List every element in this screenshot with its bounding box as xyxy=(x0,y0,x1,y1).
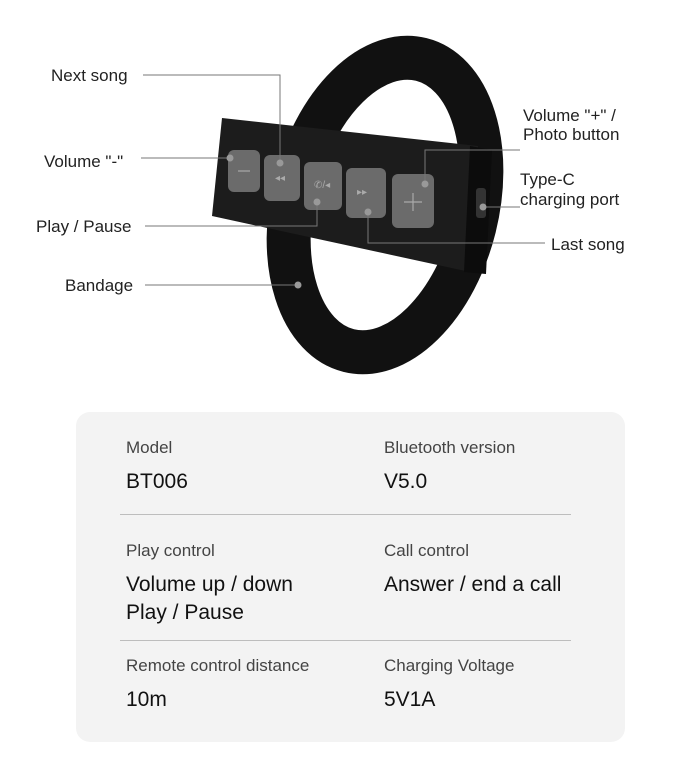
callout-dots xyxy=(226,154,487,289)
product-illustration: ◂◂ ✆/◂ ▸▸ xyxy=(141,35,545,375)
spec-value: V5.0 xyxy=(384,470,428,493)
callout-next-song: Next song xyxy=(51,66,128,85)
callout-volume-plus-2: Photo button xyxy=(523,125,620,144)
spec-value: BT006 xyxy=(126,470,188,493)
callout-typec-2: charging port xyxy=(520,190,620,209)
callout-lines xyxy=(141,74,545,286)
call-play-icon: ✆/◂ xyxy=(314,180,330,191)
spec-label: Model xyxy=(126,438,173,457)
rewind-icon: ◂◂ xyxy=(275,173,285,184)
callout-volume-plus-1: Volume "+" / xyxy=(523,106,616,125)
spec-distance: Remote control distance 10m xyxy=(126,656,309,714)
spec-label: Call control xyxy=(384,541,470,560)
callout-bandage: Bandage xyxy=(65,276,134,295)
spec-label: Remote control distance xyxy=(126,656,310,675)
prev-button xyxy=(264,155,300,201)
remote-device: ◂◂ ✆/◂ ▸▸ xyxy=(212,118,492,274)
callout-last-song: Last song xyxy=(551,235,625,254)
divider xyxy=(120,640,571,641)
spec-model: Model BT006 xyxy=(126,438,188,496)
spec-voltage: Charging Voltage 5V1A xyxy=(384,656,514,714)
callout-play-pause: Play / Pause xyxy=(36,217,132,236)
spec-value-2: Play / Pause xyxy=(126,601,244,624)
spec-bluetooth: Bluetooth version V5.0 xyxy=(384,438,515,496)
spec-value: Answer / end a call xyxy=(384,573,562,596)
spec-call-control: Call control Answer / end a call xyxy=(384,541,561,599)
play-pause-button xyxy=(304,162,342,210)
forward-icon: ▸▸ xyxy=(357,187,367,198)
spec-label: Play control xyxy=(126,541,215,560)
spec-value: 10m xyxy=(126,688,167,711)
spec-value: 5V1A xyxy=(384,688,436,711)
callout-typec-1: Type-C xyxy=(520,170,575,189)
spec-panel: Model BT006 Bluetooth version V5.0 Play … xyxy=(76,412,625,742)
plus-icon xyxy=(404,193,422,211)
spec-label: Bluetooth version xyxy=(384,438,516,457)
divider xyxy=(120,514,571,515)
typec-port xyxy=(476,188,486,218)
spec-value: Volume up / down xyxy=(126,573,293,596)
spec-label: Charging Voltage xyxy=(384,656,515,675)
callout-volume-minus: Volume "-" xyxy=(44,152,124,171)
next-button xyxy=(346,168,386,218)
